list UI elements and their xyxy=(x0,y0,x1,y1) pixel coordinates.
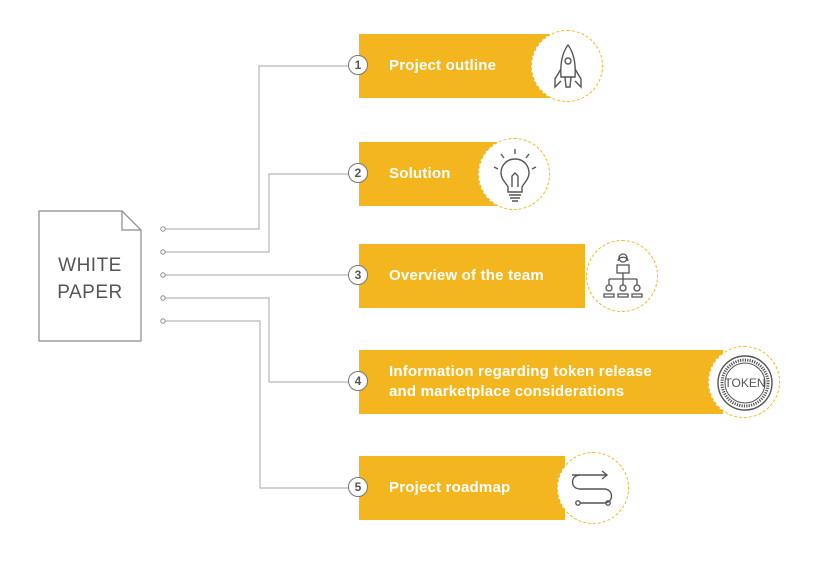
item-number: 3 xyxy=(348,265,368,285)
connector-5 xyxy=(165,320,350,489)
item-number: 1 xyxy=(348,55,368,75)
document-title-line1: WHITE xyxy=(58,255,122,276)
item-label: Solution xyxy=(389,165,451,182)
lightbulb-icon xyxy=(478,138,550,210)
item-number: 5 xyxy=(348,477,368,497)
document-title-line2: PAPER xyxy=(57,282,123,303)
connector-1 xyxy=(165,65,350,230)
item-label: Overview of the team xyxy=(389,267,544,284)
item-label: Project outline xyxy=(389,57,497,74)
connector-4 xyxy=(165,297,350,383)
item-token-release: 4 Information regarding token release an… xyxy=(348,350,723,414)
team-hierarchy-icon xyxy=(586,240,658,312)
document-icon xyxy=(38,210,142,342)
item-label-line1: Information regarding token release xyxy=(389,363,652,380)
item-project-outline: 1 Project outline xyxy=(348,34,559,98)
item-label: Information regarding token release and … xyxy=(389,350,652,414)
connector-2 xyxy=(165,173,350,253)
item-number: 4 xyxy=(348,371,368,391)
token-text: TOKEN xyxy=(724,376,766,390)
roadmap-path-icon xyxy=(557,452,629,524)
item-label: Project roadmap xyxy=(389,479,511,496)
item-project-roadmap: 5 Project roadmap xyxy=(348,456,565,520)
item-overview-of-team: 3 Overview of the team xyxy=(348,244,585,308)
token-coin-icon: TOKEN xyxy=(708,346,780,418)
item-number: 2 xyxy=(348,163,368,183)
document-title: WHITE PAPER xyxy=(38,252,142,306)
rocket-icon xyxy=(531,30,603,102)
item-label-line2: and marketplace considerations xyxy=(389,383,625,400)
